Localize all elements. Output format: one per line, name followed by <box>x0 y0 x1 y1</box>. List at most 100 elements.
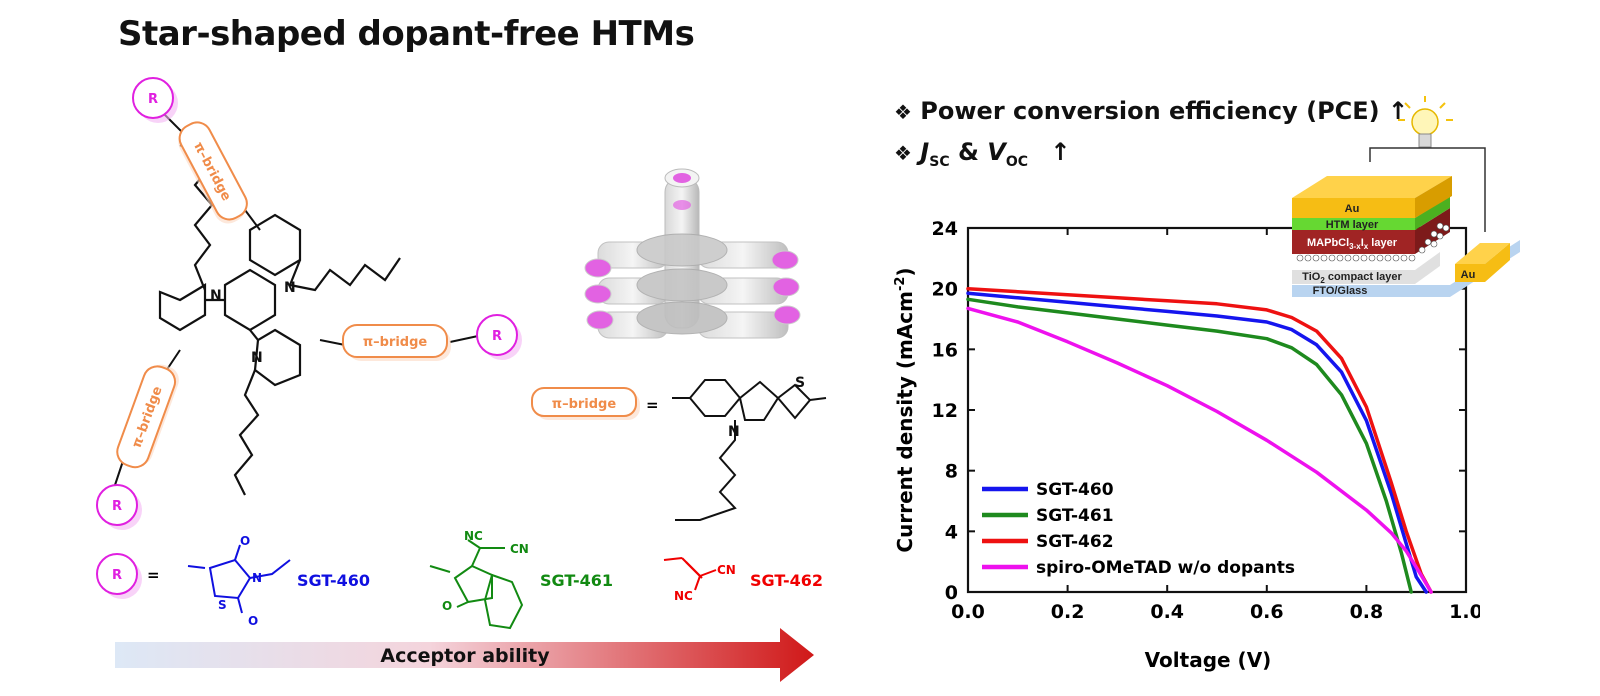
y-tick-label: 24 <box>932 218 958 240</box>
series-layer <box>966 286 1433 594</box>
series-line-0 <box>966 291 1428 594</box>
tio2-sub: 2 <box>1320 276 1325 285</box>
acceptor-name: SGT-460 <box>297 571 370 590</box>
series-line-2 <box>966 286 1433 594</box>
perovskite-sub1: 3-x <box>1349 242 1361 251</box>
layer-htm-label: HTM layer <box>1326 219 1379 231</box>
nc-label: NC <box>464 529 483 543</box>
acceptor-name: SGT-461 <box>540 571 613 590</box>
bullet-symbol: ❖ <box>894 141 912 165</box>
o-atom-label: O <box>248 614 258 628</box>
x-axis-label: Voltage (V) <box>1145 648 1272 672</box>
legend-label: spiro-OMeTAD w/o dopants <box>1036 558 1295 578</box>
layer-fto-label: FTO/Glass <box>1313 285 1368 297</box>
equals-sign: = <box>147 566 160 584</box>
legend-label: SGT-462 <box>1036 532 1114 552</box>
bridge-pill-bottom: π–bridge <box>116 364 179 469</box>
y-tick-label: 16 <box>932 339 958 361</box>
pce-text: Power conversion efficiency (PCE) <box>920 97 1380 125</box>
legend-label: SGT-461 <box>1036 506 1114 526</box>
bridge-atoms: S N <box>728 375 805 440</box>
jv-increase-arrow: ↑ <box>1050 138 1071 166</box>
y-axis-label-sup: -2 <box>893 277 908 291</box>
y-tick-label: 0 <box>945 582 958 604</box>
y-tick-label: 20 <box>932 279 958 301</box>
perovskite-tail: layer <box>1368 237 1397 249</box>
tio2-formula: TiO <box>1302 271 1321 283</box>
x-tick-label: 0.8 <box>1350 601 1384 623</box>
voc-symbol: V <box>987 138 1006 166</box>
y-tick-label: 8 <box>945 461 958 483</box>
linker-bonds <box>114 109 479 486</box>
perovskite-formula: MAPbCl <box>1307 237 1349 249</box>
r-label: R <box>112 568 122 583</box>
x-tick-label: 0.6 <box>1250 601 1284 623</box>
acceptor-sgt-461: NC CN O SGT-461 <box>429 529 613 630</box>
equals-sign: = <box>646 396 659 414</box>
n-atom-label: N <box>210 288 222 304</box>
x-tick-label: 0.0 <box>951 601 985 623</box>
series-line-3 <box>966 306 1433 594</box>
jsc-symbol: J <box>920 138 930 166</box>
ampersand: & <box>957 138 979 166</box>
molecule-schematic: N N N π–bridge π–bridge π–bridge R R R <box>96 77 827 682</box>
o-atom-label: O <box>442 599 452 613</box>
jsc-subscript: SC <box>929 153 950 170</box>
x-tick-label: 1.0 <box>1449 601 1480 623</box>
acceptor-sgt-460: O S O N SGT-460 <box>187 534 370 628</box>
layer-stack <box>1292 176 1520 297</box>
layer-labels: Au HTM layer MAPbCl3-xIx layer TiO2 comp… <box>1302 203 1475 297</box>
r-group-top: R <box>132 77 178 123</box>
perovskite-iodide: I <box>1361 237 1364 249</box>
bridge-pill-right: π–bridge <box>342 324 451 361</box>
n-atom-label: N <box>252 571 262 585</box>
voc-subscript: OC <box>1005 153 1029 170</box>
star-3d-model <box>584 168 801 339</box>
bridge-label: π–bridge <box>363 335 428 350</box>
page-title: Star-shaped dopant-free HTMs <box>118 14 695 54</box>
cn-label: CN <box>717 563 736 577</box>
layer-tio2-label: TiO2 compact layer <box>1302 271 1402 285</box>
acceptor-ability-arrow: Acceptor ability <box>115 628 814 682</box>
layer-au-label: Au <box>1345 203 1360 215</box>
acceptor-name: SGT-462 <box>750 571 823 590</box>
r-label: R <box>112 499 122 514</box>
s-atom-label: S <box>218 598 227 612</box>
device-schematic: Au HTM layer MAPbCl3-xIx layer TiO2 comp… <box>1292 96 1520 297</box>
series-line-1 <box>966 297 1413 594</box>
r-group-bottom: R <box>96 484 142 530</box>
r-label: R <box>492 329 502 344</box>
bridge-pill-top: π–bridge <box>178 121 248 224</box>
acceptor-sgt-462: CN NC SGT-462 <box>663 557 823 603</box>
y-tick-label: 12 <box>932 400 958 422</box>
n-atom-label: N <box>728 424 740 440</box>
legend-label: SGT-460 <box>1036 480 1114 500</box>
x-tick-label: 0.2 <box>1051 601 1085 623</box>
bridge-definition: π–bridge = <box>531 387 659 420</box>
r-label: R <box>148 92 158 107</box>
jv-bullet-line: ❖ JSC & VOC ↑ <box>894 138 1070 170</box>
acceptor-ability-label: Acceptor ability <box>380 645 550 667</box>
pce-bullet-line: ❖ Power conversion efficiency (PCE) ↑ <box>894 97 1408 125</box>
o-atom-label: O <box>240 534 250 548</box>
contact-au-label: Au <box>1461 269 1476 281</box>
y-axis-label-end: ) <box>893 267 917 276</box>
perovskite-sub2: x <box>1364 242 1369 251</box>
light-bulb-icon <box>1398 96 1453 148</box>
bullet-symbol: ❖ <box>894 100 912 124</box>
y-axis-label: Current density (mAcm-2) <box>893 267 917 552</box>
s-atom-label: S <box>795 375 805 391</box>
y-tick-label: 4 <box>945 521 958 543</box>
bridge-structure <box>672 379 827 521</box>
nc-label: NC <box>674 589 693 603</box>
r-definition: R = <box>96 553 160 599</box>
tio2-tail: compact layer <box>1325 271 1403 283</box>
core-n-labels: N N N <box>210 280 296 366</box>
n-atom-label: N <box>251 350 263 366</box>
bridge-label: π–bridge <box>552 397 617 412</box>
layer-perovskite-label: MAPbCl3-xIx layer <box>1307 237 1398 251</box>
n-atom-label: N <box>284 280 296 296</box>
